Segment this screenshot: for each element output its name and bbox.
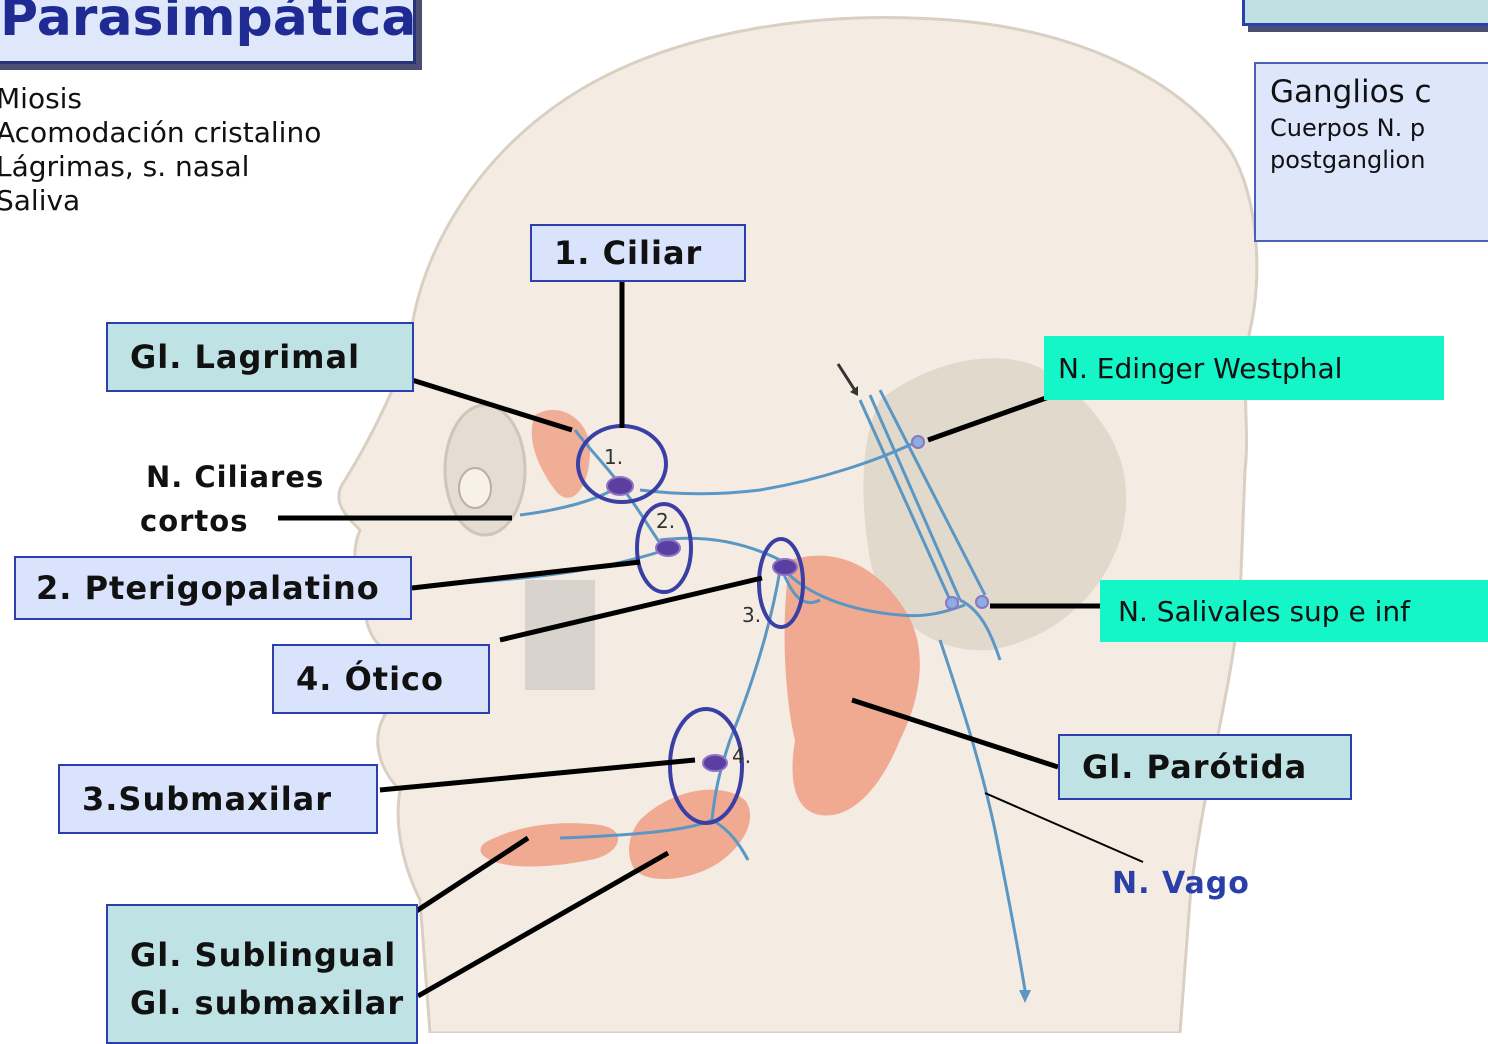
ganglios-line2: postganglion: [1270, 144, 1488, 176]
fig-number-2: 2.: [656, 509, 675, 533]
label-edinger-westphal: N. Edinger Westphal: [1044, 336, 1444, 400]
label-pterigopalatino: 2. Pterigopalatino: [14, 556, 412, 620]
effect-acomodacion: Acomodación cristalino: [0, 116, 321, 150]
ganglios-title: Ganglios c: [1270, 72, 1488, 112]
label-ciliares-cortos-1: N. Ciliares: [146, 456, 324, 498]
eye: [459, 468, 491, 508]
label-otico: 4. Ótico: [272, 644, 490, 714]
ganglios-box: Ganglios c Cuerpos N. p postganglion: [1254, 62, 1488, 242]
fig-number-3: 3.: [742, 603, 761, 627]
effect-miosis: Miosis: [0, 82, 82, 116]
label-salivales: N. Salivales sup e inf: [1100, 580, 1488, 642]
label-parotida: Gl. Parótida: [1058, 734, 1352, 800]
label-ciliar: 1. Ciliar: [530, 224, 746, 282]
label-sublingual: Gl. Sublingual: [130, 931, 396, 979]
fig-number-1: 1.: [604, 445, 623, 469]
top-right-title-box: [1242, 0, 1488, 26]
ganglios-line1: Cuerpos N. p: [1270, 112, 1488, 144]
effect-lagrimas: Lágrimas, s. nasal: [0, 150, 249, 184]
label-glands-box: Gl. Sublingual Gl. submaxilar: [106, 904, 418, 1044]
label-lagrimal: Gl. Lagrimal: [106, 322, 414, 392]
effect-saliva: Saliva: [0, 184, 80, 218]
page-title: Parasimpática: [0, 0, 416, 54]
label-ciliares-cortos-2: cortos: [140, 500, 248, 542]
label-submaxilar: 3.Submaxilar: [58, 764, 378, 834]
label-vago: N. Vago: [1112, 866, 1250, 901]
fig-number-4: 4.: [732, 744, 751, 768]
maxilla-bone: [525, 580, 595, 690]
label-gl-submaxilar: Gl. submaxilar: [130, 979, 404, 1027]
